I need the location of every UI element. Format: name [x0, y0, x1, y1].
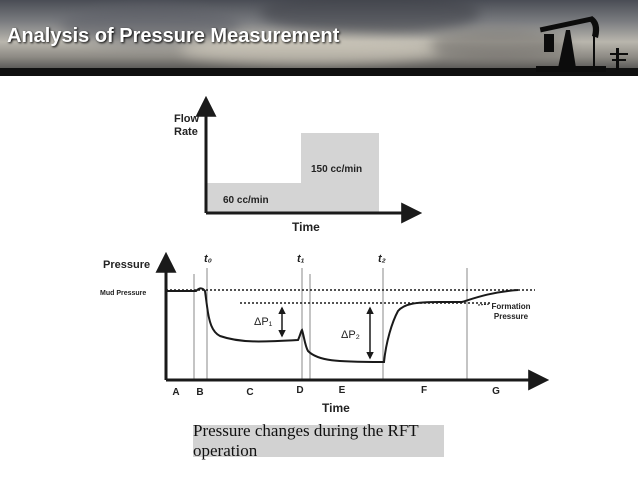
- slide-title: Analysis of Pressure Measurement: [7, 25, 340, 47]
- flow-y-label-line2: Rate: [174, 126, 198, 138]
- pumpjack-icon: [536, 16, 628, 72]
- dp1-label: ΔP₁: [254, 316, 273, 328]
- zone-label-b: B: [196, 387, 203, 398]
- zone-label-c: C: [246, 387, 253, 398]
- caption-text: Pressure changes during the RFT operatio…: [193, 421, 419, 460]
- rft-diagram: Flow Rate 60 cc/min 150 cc/min Time ΔP₁ …: [100, 95, 550, 415]
- low-rate-label: 60 cc/min: [223, 195, 269, 206]
- cloud-shape: [260, 0, 480, 35]
- pressure-x-label: Time: [322, 401, 350, 415]
- figure-caption: Pressure changes during the RFT operatio…: [193, 421, 444, 460]
- mud-pressure-label: Mud Pressure: [100, 290, 146, 297]
- dp2-label: ΔP₂: [341, 329, 360, 341]
- flow-x-label: Time: [292, 220, 320, 234]
- time-marker-t1: t₁: [297, 253, 305, 265]
- horizon-ground: [0, 68, 638, 76]
- pressure-curve: [166, 287, 519, 364]
- flow-rate-chart: Flow Rate 60 cc/min 150 cc/min Time: [174, 95, 423, 234]
- time-marker-t0: t₀: [204, 253, 212, 265]
- zone-label-f: F: [421, 385, 427, 396]
- zone-label-a: A: [172, 387, 179, 398]
- low-rate-bar: [206, 183, 301, 213]
- cloud-shape: [180, 35, 440, 65]
- zone-label-d: D: [296, 385, 303, 396]
- pressure-chart: ΔP₁ ΔP₂ Pressure Mud Pressure Formation …: [100, 251, 550, 415]
- title-banner: Analysis of Pressure Measurement: [0, 0, 638, 76]
- formation-pressure-label-line1: Formation: [491, 302, 530, 311]
- time-marker-t2: t₂: [378, 253, 386, 265]
- zone-label-g: G: [492, 386, 500, 397]
- cloud-shape: [60, 5, 240, 45]
- flow-y-label-line1: Flow: [174, 113, 199, 125]
- formation-pressure-label-line2: Pressure: [494, 312, 529, 321]
- pressure-y-label: Pressure: [103, 259, 150, 271]
- high-rate-label: 150 cc/min: [311, 164, 362, 175]
- formation-pressure-leader: [477, 303, 491, 306]
- zone-label-e: E: [339, 385, 346, 396]
- high-rate-bar: [301, 133, 379, 213]
